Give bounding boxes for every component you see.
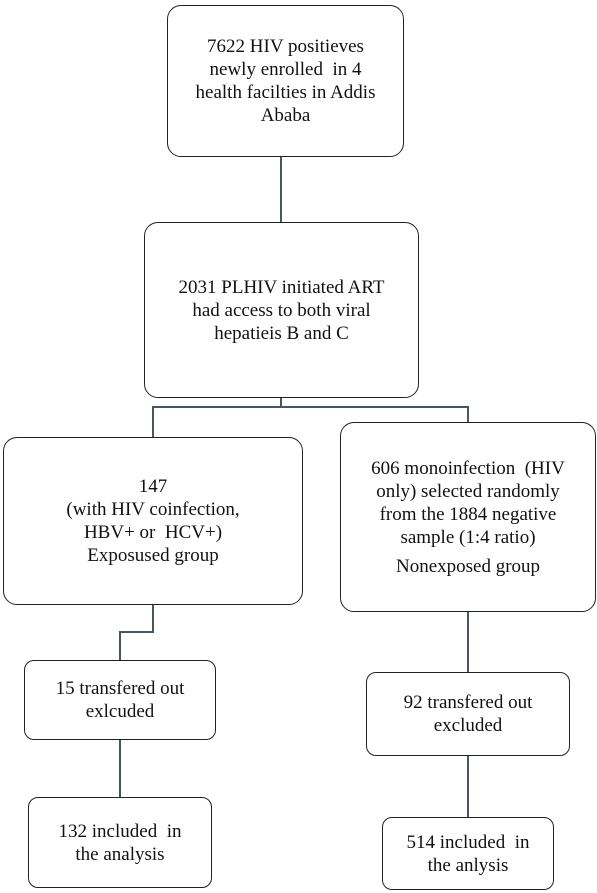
nonexposed-included-box: 514 included in the anlysis bbox=[382, 817, 554, 890]
exposed-transferred-box: 15 transfered out exlcuded bbox=[24, 660, 216, 740]
initiated-line-3: hepatieis B and C bbox=[214, 322, 349, 344]
connector-exposed-transferred bbox=[119, 605, 154, 660]
exposed-line-4: Exposused group bbox=[87, 545, 219, 566]
initiated-box: 2031 PLHIV initiated ART had access to b… bbox=[144, 222, 419, 398]
nonexposed-line-1: 606 monoinfection (HIV bbox=[371, 457, 565, 479]
initiated-line-2: had access to both viral bbox=[192, 299, 371, 321]
exposed-group-box: 147 (with HIV coinfection, HBV+ or HCV+)… bbox=[3, 437, 303, 605]
exposed-included-box: 132 included in the analysis bbox=[28, 797, 212, 888]
nonexposed-transferred-box: 92 transfered out excluded bbox=[366, 672, 570, 756]
nonexposed-transferred-line-2: excluded bbox=[433, 715, 503, 736]
nonexposed-line-3: from the 1884 negative bbox=[379, 503, 557, 525]
exposed-line-1: 147 bbox=[138, 476, 168, 497]
exposed-included-line-2: the analysis bbox=[75, 843, 165, 865]
nonexposed-line-2: only) selected randomly bbox=[376, 480, 560, 502]
connector-split-branches bbox=[152, 406, 469, 437]
nonexposed-line-5: Nonexposed group bbox=[395, 555, 541, 577]
exposed-transferred-line-2: exlcuded bbox=[85, 701, 155, 722]
exposed-line-3: HBV+ or HCV+) bbox=[83, 522, 223, 543]
exposed-line-2: (with HIV coinfection, bbox=[66, 499, 240, 520]
exposed-included-line-1: 132 included in bbox=[58, 820, 182, 842]
nonexposed-included-line-2: the anlysis bbox=[427, 854, 509, 876]
nonexposed-included-line-1: 514 included in bbox=[406, 831, 530, 853]
nonexposed-group-box: 606 monoinfection (HIV only) selected ra… bbox=[340, 422, 596, 612]
nonexposed-transferred-line-1: 92 transfered out bbox=[403, 692, 533, 713]
exposed-transferred-line-1: 15 transfered out bbox=[55, 678, 185, 699]
enrolled-line-4: Ababa bbox=[260, 105, 311, 126]
enrolled-box: 7622 HIV positieves newly enrolled in 4 … bbox=[167, 5, 404, 157]
initiated-line-1: 2031 PLHIV initiated ART bbox=[178, 276, 385, 298]
enrolled-line-2: newly enrolled in 4 bbox=[209, 59, 362, 80]
enrolled-line-1: 7622 HIV positieves bbox=[207, 36, 364, 57]
enrolled-line-3: health facilties in Addis bbox=[195, 82, 376, 103]
nonexposed-line-4: sample (1:4 ratio) bbox=[400, 526, 536, 548]
